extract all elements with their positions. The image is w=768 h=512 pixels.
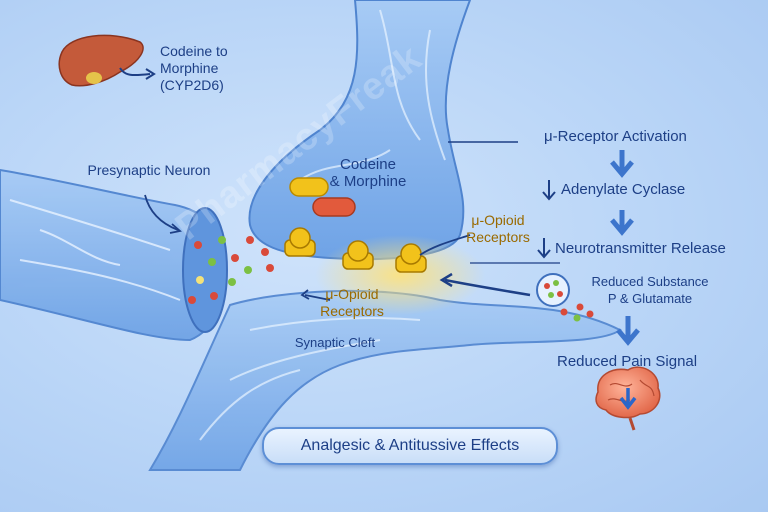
neurotransmitter-particles bbox=[188, 236, 274, 304]
receptor-upper-line2: Receptors bbox=[466, 229, 530, 245]
effects-banner-text: Analgesic & Antitussive Effects bbox=[300, 437, 520, 454]
liver-label-line2: Morphine bbox=[160, 60, 219, 76]
down-arrow-icon bbox=[610, 150, 640, 346]
drugs-label-line2: & Morphine bbox=[329, 173, 407, 190]
receptor-lower-line1: μ-Opioid bbox=[325, 286, 379, 302]
pathway-step-receptor-activation: μ-Receptor Activation bbox=[544, 128, 687, 145]
effects-banner: Analgesic & Antitussive Effects bbox=[262, 427, 558, 465]
liver-label: Codeine to Morphine (CYP2D6) bbox=[160, 43, 260, 94]
brain-icon bbox=[595, 366, 661, 431]
pathway-step-reduced-substance: Reduced Substance P & Glutamate bbox=[590, 273, 710, 307]
pathway-step-neurotransmitter-release: Neurotransmitter Release bbox=[555, 240, 726, 257]
liver-icon bbox=[58, 34, 144, 87]
receptor-lower-line2: Receptors bbox=[320, 303, 384, 319]
reduced-substance-line1: Reduced Substance bbox=[591, 274, 709, 289]
pathway-step-adenylate-cyclase: Adenylate Cyclase bbox=[561, 181, 686, 198]
reduced-substance-line2: P & Glutamate bbox=[607, 291, 693, 306]
pill-icon bbox=[289, 177, 329, 197]
liver-label-line3: (CYP2D6) bbox=[160, 77, 224, 93]
receptor-upper-label: μ-Opioid Receptors bbox=[458, 212, 538, 246]
synaptic-cleft-label: Synaptic Cleft bbox=[294, 335, 376, 350]
drugs-label-line1: Codeine bbox=[340, 156, 396, 173]
pill-icon bbox=[312, 197, 356, 217]
vesicle-icon bbox=[536, 273, 594, 322]
liver-label-line1: Codeine to bbox=[160, 43, 228, 59]
receptor-lower-label: μ-Opioid Receptors bbox=[312, 286, 392, 320]
presynaptic-label: Presynaptic Neuron bbox=[87, 162, 211, 178]
pathway-step-reduced-pain-signal: Reduced Pain Signal bbox=[557, 353, 698, 370]
receptor-upper-line1: μ-Opioid bbox=[471, 212, 525, 228]
drugs-label: Codeine & Morphine bbox=[318, 156, 418, 190]
mu-opioid-receptors bbox=[284, 227, 427, 273]
